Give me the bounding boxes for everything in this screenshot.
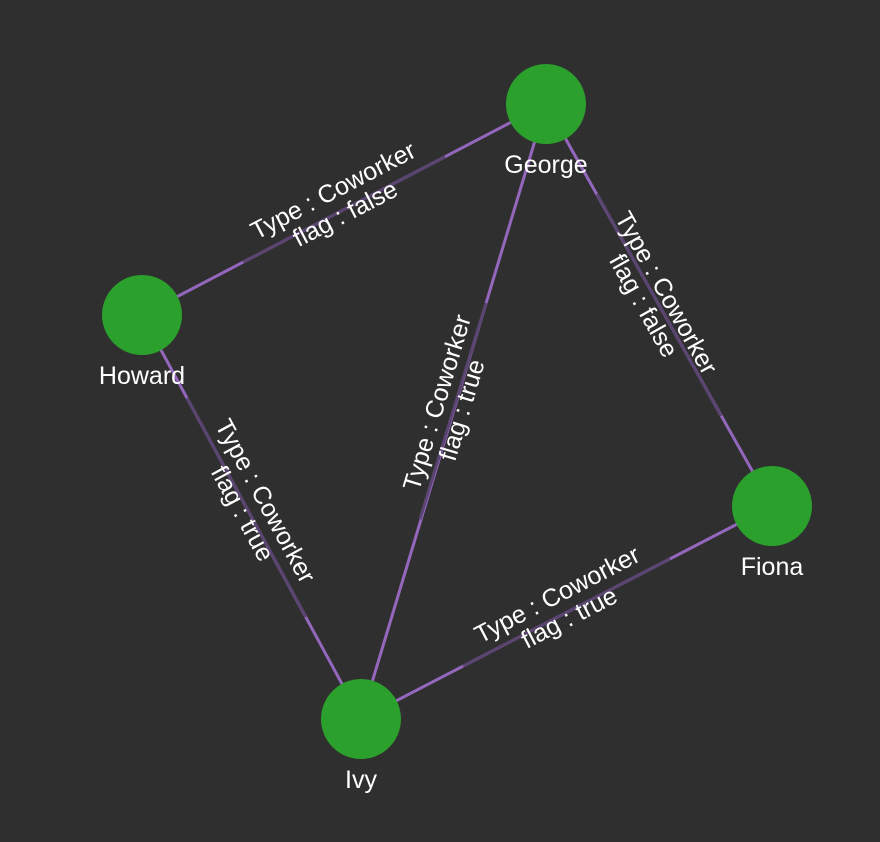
node-circle[interactable] bbox=[102, 275, 182, 355]
node-circle[interactable] bbox=[321, 679, 401, 759]
edge-labels: Type : Coworker flag : false Type : Cowo… bbox=[205, 136, 723, 655]
edge-howard-george[interactable] bbox=[141, 102, 547, 317]
edge-label-george-fiona: Type : Coworker flag : false bbox=[603, 207, 723, 379]
node-label: Howard bbox=[99, 362, 185, 390]
node-label: Fiona bbox=[741, 553, 804, 581]
node-circle[interactable] bbox=[506, 64, 586, 144]
edge-ivy-fiona[interactable] bbox=[360, 504, 773, 721]
edge-label-howard-ivy: Type : Coworker flag : true bbox=[205, 415, 321, 588]
node-ivy[interactable]: Ivy bbox=[321, 679, 401, 794]
edge-howard-ivy[interactable] bbox=[140, 314, 363, 720]
node-circle[interactable] bbox=[732, 466, 812, 546]
node-label: George bbox=[504, 151, 587, 179]
nodes: George Howard Fiona Ivy bbox=[99, 64, 812, 794]
node-howard[interactable]: Howard bbox=[99, 275, 185, 390]
node-label: Ivy bbox=[345, 766, 377, 794]
node-fiona[interactable]: Fiona bbox=[732, 466, 812, 581]
edge-label-howard-george: Type : Coworker flag : false bbox=[246, 136, 420, 252]
edge-label-ivy-george: Type : Coworker flag : true bbox=[398, 312, 491, 494]
node-george[interactable]: George bbox=[504, 64, 588, 179]
edges bbox=[140, 102, 774, 721]
edge-label-ivy-fiona: Type : Coworker flag : true bbox=[470, 541, 644, 655]
edge-george-fiona[interactable] bbox=[544, 103, 774, 507]
edge-ivy-george[interactable] bbox=[359, 103, 548, 720]
